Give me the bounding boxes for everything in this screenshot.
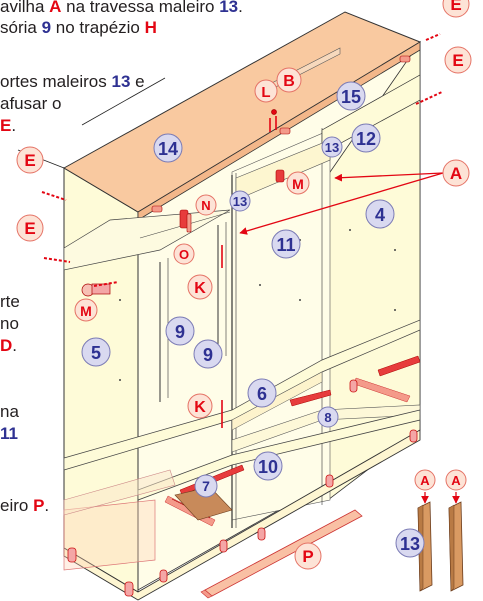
- label-k-lower: K: [194, 399, 206, 416]
- part-11: 11: [276, 235, 295, 255]
- instruction-line-6: rte: [0, 292, 20, 311]
- foot-icon: [67, 379, 418, 597]
- part-13-loose: 13: [400, 534, 420, 554]
- label-l: L: [261, 84, 270, 101]
- part-13-middle: 13: [233, 194, 247, 209]
- instruction-line-3: ortes maleiros 13 e: [0, 72, 145, 91]
- loose-rails-13: [417, 492, 464, 592]
- label-p: P: [302, 547, 313, 566]
- part-12: 12: [356, 129, 376, 149]
- part-9-left: 9: [175, 322, 185, 342]
- screw-icon: [41, 33, 443, 287]
- instruction-line-7: no: [0, 314, 19, 333]
- label-e-right: E: [452, 51, 463, 70]
- part-7: 7: [202, 478, 210, 494]
- instruction-line-4: afusar o: [0, 94, 62, 113]
- part-4: 4: [375, 205, 385, 225]
- part-6: 6: [257, 384, 267, 404]
- label-k-upper: K: [194, 280, 206, 297]
- hinge-icon: [151, 55, 411, 233]
- part-9-right: 9: [203, 345, 213, 365]
- label-e-left-upper: E: [24, 151, 35, 170]
- part-5: 5: [91, 343, 101, 363]
- instruction-line-10: 11: [0, 424, 18, 443]
- label-e-left-lower: E: [24, 219, 35, 238]
- instruction-line-2: sória 9 no trapézio H: [0, 18, 157, 37]
- label-a-main: A: [450, 164, 462, 183]
- label-n: N: [201, 198, 210, 213]
- instruction-line-1: avilha A na travessa maleiro 13.: [0, 0, 243, 16]
- label-b: B: [283, 73, 295, 90]
- part-14: 14: [158, 139, 178, 159]
- label-e-top: E: [450, 0, 461, 14]
- instruction-line-5: E.: [0, 116, 17, 135]
- screw-icon: [221, 116, 277, 428]
- instruction-line-8: D.: [0, 336, 18, 355]
- label-a-rail-left: A: [420, 473, 430, 488]
- callout-arrow-icon: [239, 172, 444, 235]
- label-m-upper: M: [292, 176, 304, 192]
- label-o: O: [179, 247, 189, 262]
- drawer-outline: [63, 499, 156, 571]
- instruction-line-11: eiro P.: [0, 496, 50, 515]
- part-15: 15: [341, 87, 361, 107]
- label-m-lower: M: [80, 303, 92, 319]
- part-13-upper: 13: [325, 140, 339, 155]
- instruction-line-9: na: [0, 402, 19, 421]
- label-a-rail-right: A: [451, 473, 461, 488]
- part-10: 10: [258, 457, 278, 477]
- part-8: 8: [324, 410, 331, 425]
